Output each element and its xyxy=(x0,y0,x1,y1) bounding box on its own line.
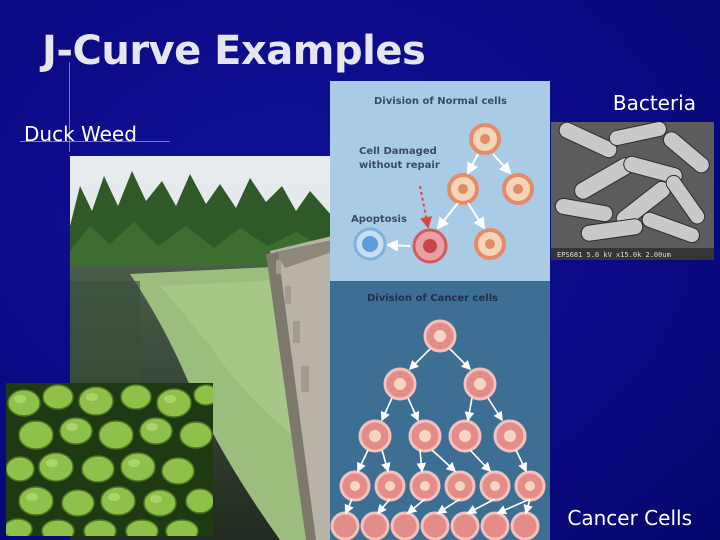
diagram-damaged-label-line2: without repair xyxy=(359,160,440,171)
duckweed-closeup-photo xyxy=(6,383,213,536)
decorative-horizontal-line xyxy=(20,141,170,142)
duck-weed-label: Duck Weed xyxy=(24,122,137,146)
diagram-normal-heading: Division of Normal cells xyxy=(374,96,507,107)
cancer-cells-label: Cancer Cells xyxy=(567,506,692,530)
decorative-vertical-line xyxy=(69,62,70,152)
diagram-damaged-label: Cell Damaged without repair xyxy=(359,145,440,173)
diagram-apoptosis-label: Apoptosis xyxy=(351,214,407,225)
slide-title: J-Curve Examples xyxy=(42,28,426,74)
cell-division-diagram: Division of Normal cells Cell Damaged wi… xyxy=(330,81,550,540)
diagram-damaged-label-line1: Cell Damaged xyxy=(359,146,437,157)
bacteria-photo: EPS681 5.0 kV x15.0k 2.00um xyxy=(551,122,714,260)
bacteria-label: Bacteria xyxy=(612,91,696,115)
sem-caption: EPS681 5.0 kV x15.0k 2.00um xyxy=(557,251,671,259)
diagram-cancer-heading: Division of Cancer cells xyxy=(367,293,499,304)
